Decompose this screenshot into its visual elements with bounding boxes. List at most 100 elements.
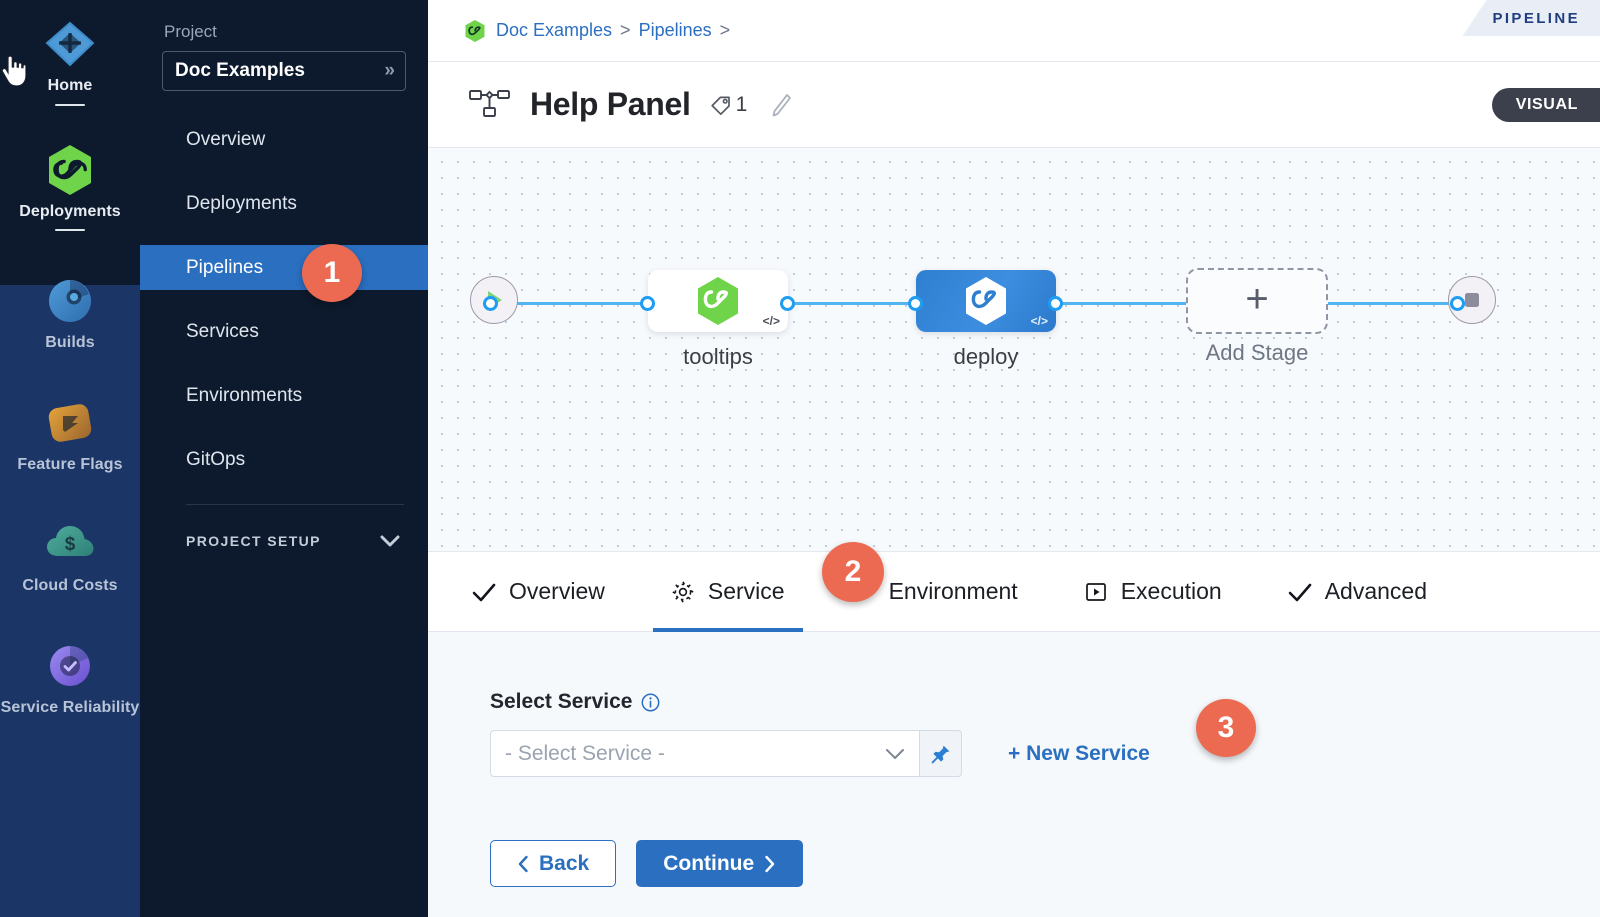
rail-item-label: Deployments	[19, 202, 121, 220]
active-indicator	[55, 229, 85, 232]
tab-service[interactable]: Service	[652, 552, 803, 632]
continue-button[interactable]: Continue	[636, 840, 804, 887]
callout-badge-2: 2	[822, 542, 884, 602]
rail-item-feature-flags[interactable]: Feature Flags	[0, 397, 140, 475]
rail-item-service-reliability[interactable]: Service Reliability	[0, 640, 140, 718]
pin-button[interactable]	[920, 730, 962, 777]
rail-item-label: Home	[47, 77, 93, 94]
add-stage-label: Add Stage	[1205, 340, 1309, 365]
svg-text:$: $	[65, 534, 76, 555]
rail-item-deployments[interactable]: Deployments	[0, 144, 140, 232]
stage-label-tooltips: tooltips	[683, 344, 753, 369]
active-indicator	[55, 103, 85, 106]
continue-button-label: Continue	[663, 851, 755, 875]
sidebar-item-services[interactable]: Services	[140, 309, 428, 354]
rail-item-label: Cloud Costs	[22, 577, 118, 595]
select-service-input[interactable]: - Select Service -	[490, 730, 920, 777]
add-stage-button[interactable]: +	[1186, 268, 1328, 334]
edge-start-to-tooltips	[488, 302, 688, 305]
tab-label: Advanced	[1324, 578, 1428, 604]
tab-environment[interactable]: Environment	[851, 552, 1018, 632]
project-nav-list: Overview Deployments Pipelines Services …	[140, 117, 428, 482]
chevron-down-icon	[380, 535, 400, 546]
tab-pipeline-label: PIPELINE	[1492, 9, 1580, 27]
check-icon	[1288, 582, 1312, 602]
chevron-down-icon	[886, 748, 904, 759]
select-service-value: - Select Service -	[505, 741, 665, 765]
harness-hex-icon	[698, 277, 738, 325]
sidebar-item-label: Services	[186, 320, 259, 342]
edge-addstage-to-end	[1324, 302, 1460, 305]
sidebar-item-overview[interactable]: Overview	[140, 117, 428, 162]
pipeline-graph-icon	[469, 89, 510, 117]
callout-badge-3: 3	[1196, 699, 1256, 757]
port-tooltips-out[interactable]	[780, 296, 795, 311]
sidebar-item-label: Pipelines	[186, 256, 264, 278]
sidebar-item-deployments[interactable]: Deployments	[140, 181, 428, 226]
rail-item-label: Service Reliability	[0, 698, 140, 716]
tag-count: 1	[735, 92, 748, 116]
tab-pipeline[interactable]: PIPELINE	[1462, 0, 1600, 36]
mode-badge-visual[interactable]: VISUAL	[1491, 88, 1600, 122]
page-title-bar: Help Panel 1 VISUAL	[428, 62, 1600, 148]
feature-flags-icon	[42, 397, 98, 449]
sidebar-item-pipelines[interactable]: Pipelines	[140, 245, 428, 290]
port-deploy-in[interactable]	[908, 296, 923, 311]
sidebar-project-setup[interactable]: PROJECT SETUP	[140, 527, 428, 555]
tab-label: Service	[707, 578, 785, 604]
end-node[interactable]	[1448, 276, 1496, 324]
gear-icon	[671, 580, 695, 604]
info-circle-icon[interactable]	[641, 693, 660, 712]
breadcrumb-separator: >	[620, 20, 631, 40]
port-start-out[interactable]	[483, 296, 498, 311]
callout-number: 3	[1217, 711, 1235, 744]
select-service-label-row: Select Service	[490, 690, 1600, 714]
project-section-label: Project	[164, 22, 217, 41]
sidebar-item-label: Environments	[186, 384, 303, 406]
plus-icon: +	[1245, 277, 1269, 321]
harness-hex-icon	[966, 277, 1006, 325]
project-sidebar: Project Doc Examples » Overview Deployme…	[140, 0, 428, 917]
stage-code-badge: </>	[1030, 314, 1048, 328]
port-tooltips-in[interactable]	[640, 296, 655, 311]
breadcrumb-item-pipelines[interactable]: Pipelines	[638, 20, 712, 40]
edge-tooltips-to-deploy	[784, 302, 924, 305]
rail-item-cloud-costs[interactable]: $ Cloud Costs	[0, 518, 140, 596]
pipeline-canvas[interactable]: </> tooltips </> deploy +	[428, 148, 1600, 552]
port-end-in[interactable]	[1450, 296, 1465, 311]
sidebar-item-gitops[interactable]: GitOps	[140, 437, 428, 482]
sidebar-project-setup-label: PROJECT SETUP	[186, 533, 321, 549]
tab-overview[interactable]: Overview	[472, 552, 605, 632]
module-rail: Home Deployments	[0, 0, 140, 917]
service-form-panel: Select Service - Select Service -	[428, 632, 1600, 917]
chevron-left-icon	[518, 855, 528, 872]
pencil-icon[interactable]	[769, 92, 793, 118]
breadcrumb-bar: Doc Examples > Pipelines > PIPELINE	[428, 0, 1600, 62]
breadcrumb-separator: >	[719, 20, 731, 40]
breadcrumb-item-doc-examples[interactable]: Doc Examples	[496, 20, 613, 40]
callout-number: 1	[323, 256, 341, 289]
builds-icon	[42, 275, 98, 327]
port-deploy-out[interactable]	[1048, 296, 1063, 311]
stage-node-deploy[interactable]: </>	[916, 270, 1056, 332]
tab-execution[interactable]: Execution	[1084, 552, 1222, 632]
back-button[interactable]: Back	[490, 840, 617, 887]
pin-icon	[931, 745, 949, 763]
tag-badge[interactable]: 1	[709, 92, 748, 117]
stage-node-tooltips[interactable]: </>	[648, 270, 788, 332]
tab-advanced[interactable]: Advanced	[1288, 552, 1427, 632]
chevron-double-right-icon: »	[384, 60, 394, 81]
rail-item-builds[interactable]: Builds	[0, 275, 140, 353]
sidebar-item-label: Deployments	[186, 192, 297, 214]
sidebar-item-environments[interactable]: Environments	[140, 373, 428, 418]
cloud-costs-dollar-icon: $	[42, 518, 98, 570]
back-button-label: Back	[539, 851, 590, 875]
pointing-hand-cursor	[1, 56, 26, 86]
select-service-row: - Select Service - + New Service	[490, 730, 1600, 777]
rail-item-home[interactable]: Home	[0, 18, 140, 106]
tab-label: Environment	[888, 578, 1018, 604]
rail-item-label: Builds	[45, 334, 95, 352]
new-service-link[interactable]: + New Service	[1008, 741, 1150, 765]
project-picker[interactable]: Doc Examples »	[162, 51, 406, 91]
